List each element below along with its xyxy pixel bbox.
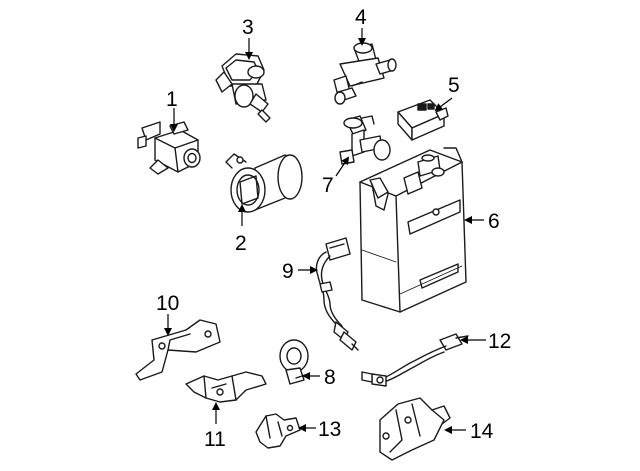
callout-1: 1 xyxy=(166,88,178,111)
part-3-purge-solenoid xyxy=(215,53,271,123)
part-6-canister xyxy=(359,147,467,313)
callout-12: 12 xyxy=(488,330,511,353)
callout-10: 10 xyxy=(156,292,179,315)
part-10-bracket xyxy=(135,319,221,381)
part-7-check-valve xyxy=(339,115,391,165)
callout-7: 7 xyxy=(322,174,334,197)
callout-5: 5 xyxy=(448,74,460,97)
leader-7 xyxy=(335,156,350,177)
callout-9: 9 xyxy=(282,260,294,283)
callout-3: 3 xyxy=(242,16,254,39)
part-2-canister-valve xyxy=(225,153,303,213)
part-12-sensor xyxy=(361,333,469,387)
part-8-knock-sensor xyxy=(279,339,309,385)
callout-6: 6 xyxy=(488,210,500,233)
callout-4: 4 xyxy=(355,6,367,29)
callout-2: 2 xyxy=(235,232,247,255)
callout-14: 14 xyxy=(470,420,494,443)
part-14-heat-shield xyxy=(379,397,451,461)
part-11-bracket xyxy=(185,371,267,403)
callout-11: 11 xyxy=(204,428,226,451)
part-1-solenoid xyxy=(137,121,201,175)
part-9-sensor xyxy=(315,237,359,351)
callout-13: 13 xyxy=(318,418,341,441)
part-4-vapor-valve xyxy=(333,42,397,105)
callout-8: 8 xyxy=(324,366,336,389)
leader-5 xyxy=(434,97,453,112)
part-13-bracket xyxy=(255,413,301,449)
